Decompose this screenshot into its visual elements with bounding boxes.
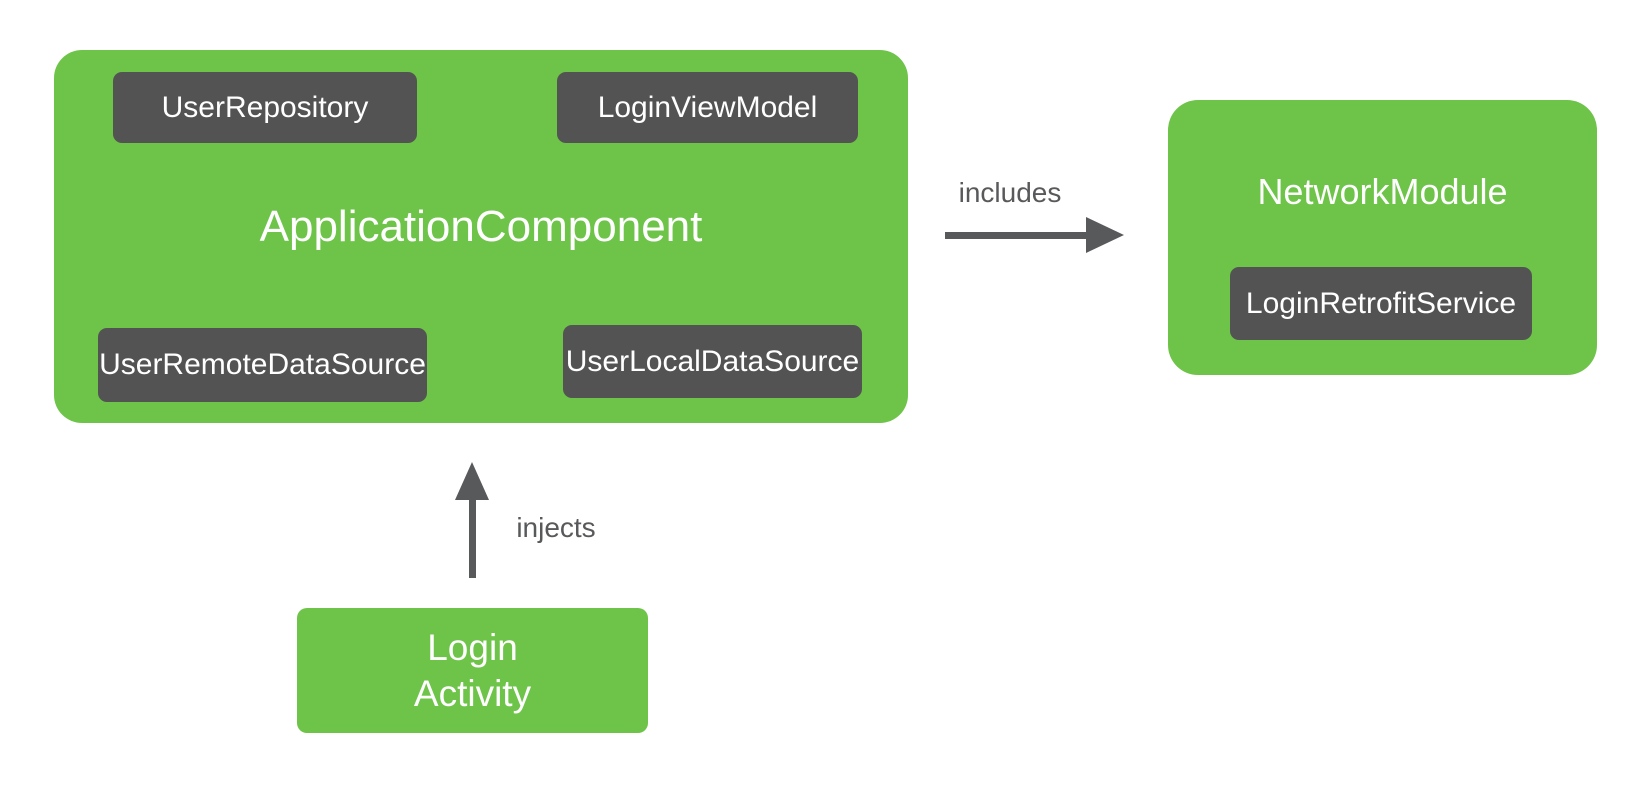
node-login-activity: Login Activity bbox=[297, 608, 648, 733]
node-user-remote-data-source: UserRemoteDataSource bbox=[98, 328, 427, 402]
edge-label-includes: includes bbox=[958, 177, 1062, 208]
node-user-local-data-source: UserLocalDataSource bbox=[563, 325, 862, 398]
node-login-activity-label-line1: Login bbox=[427, 626, 518, 668]
node-user-local-data-source-label: UserLocalDataSource bbox=[565, 344, 860, 378]
node-login-view-model: LoginViewModel bbox=[557, 72, 858, 143]
node-login-retrofit-service: LoginRetrofitService bbox=[1230, 267, 1532, 340]
injects-arrow-head-icon bbox=[455, 462, 489, 500]
node-login-activity-label-line2: Activity bbox=[413, 672, 532, 714]
node-network-module: NetworkModule LoginRetrofitService bbox=[1168, 100, 1597, 375]
node-login-retrofit-service-label: LoginRetrofitService bbox=[1245, 286, 1517, 320]
node-user-repository-label: UserRepository bbox=[161, 90, 369, 124]
node-application-component: UserRepository LoginViewModel Applicatio… bbox=[54, 50, 908, 423]
node-application-component-title: ApplicationComponent bbox=[259, 202, 703, 251]
includes-arrow-head-icon bbox=[1086, 217, 1124, 253]
node-user-remote-data-source-label: UserRemoteDataSource bbox=[99, 348, 426, 381]
edge-label-injects: injects bbox=[516, 512, 596, 543]
injects-arrow-shaft bbox=[469, 498, 476, 578]
node-network-module-title: NetworkModule bbox=[1257, 171, 1508, 212]
includes-arrow-shaft bbox=[945, 232, 1086, 239]
node-user-repository: UserRepository bbox=[113, 72, 417, 143]
node-login-view-model-label: LoginViewModel bbox=[597, 90, 818, 124]
